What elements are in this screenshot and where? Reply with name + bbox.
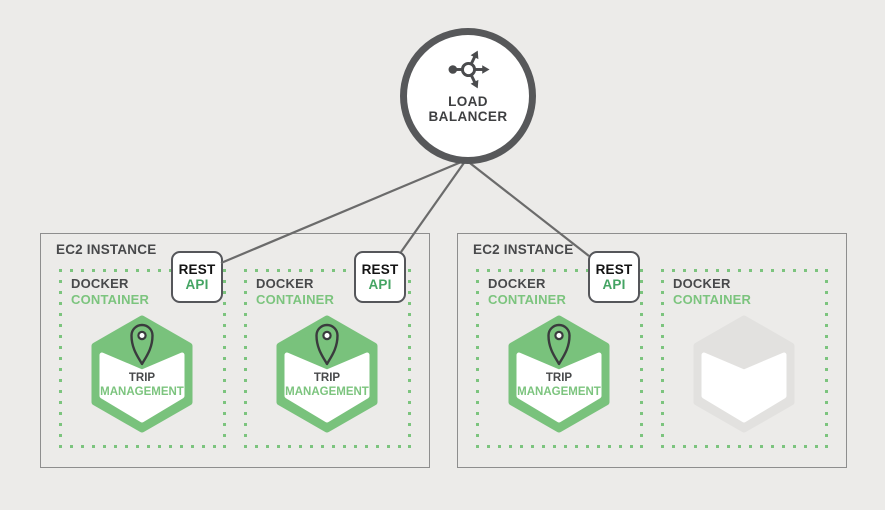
- service-hexagon-icon: [91, 315, 193, 433]
- map-pin-icon: [130, 323, 154, 366]
- docker-word: DOCKER: [71, 276, 129, 291]
- docker-container-1: DOCKER CONTAINER TRIP MANAGEMENT: [59, 269, 226, 448]
- rest-api-line1: REST: [361, 262, 399, 277]
- rest-api-line2: API: [368, 277, 392, 292]
- load-balancer-node: LOAD BALANCER: [400, 28, 536, 164]
- docker-container-2: DOCKER CONTAINER TRIP MANAGEMENT: [244, 269, 411, 448]
- map-pin-icon: [315, 323, 339, 366]
- ec2-instance-1: EC2 INSTANCE DOCKER CONTAINER TRIP MANAG…: [40, 233, 430, 468]
- service-label-line2: MANAGEMENT: [517, 386, 601, 398]
- load-balancer-label: LOAD BALANCER: [429, 94, 508, 124]
- rest-api-line2: API: [185, 277, 209, 292]
- docker-container-4: DOCKER CONTAINER: [661, 269, 828, 448]
- service-label: TRIP MANAGEMENT: [504, 371, 614, 399]
- service-label-line1: TRIP: [313, 372, 341, 384]
- container-word: CONTAINER: [673, 292, 752, 307]
- rest-api-line2: API: [602, 277, 626, 292]
- container-word: CONTAINER: [488, 292, 567, 307]
- rest-api-line1: REST: [595, 262, 633, 277]
- rest-api-node-3: REST API: [588, 251, 640, 303]
- container-word: CONTAINER: [256, 292, 335, 307]
- docker-container-4-label: DOCKER CONTAINER: [673, 276, 751, 308]
- container-word: CONTAINER: [71, 292, 150, 307]
- service-hexagon-icon: [508, 315, 610, 433]
- empty-container-hexagon-icon: [693, 315, 795, 433]
- docker-word: DOCKER: [256, 276, 314, 291]
- ec2-instance-2: EC2 INSTANCE DOCKER CONTAINER TRIP MANAG…: [457, 233, 847, 468]
- docker-container-3-label: DOCKER CONTAINER: [488, 276, 566, 308]
- service-hexagon-icon: [276, 315, 378, 433]
- load-balancer-label-line1: LOAD: [448, 94, 488, 109]
- docker-container-3: DOCKER CONTAINER TRIP MANAGEMENT: [476, 269, 643, 448]
- service-label: TRIP MANAGEMENT: [272, 371, 382, 399]
- service-label-line2: MANAGEMENT: [285, 386, 369, 398]
- rest-api-line1: REST: [178, 262, 216, 277]
- ec2-instance-1-label: EC2 INSTANCE: [56, 242, 157, 257]
- trip-management-service-1: TRIP MANAGEMENT: [87, 314, 197, 434]
- trip-management-service-2: TRIP MANAGEMENT: [272, 314, 382, 434]
- empty-service-slot: [689, 314, 799, 434]
- service-label-line2: MANAGEMENT: [100, 386, 184, 398]
- docker-container-1-label: DOCKER CONTAINER: [71, 276, 149, 308]
- service-label: TRIP MANAGEMENT: [87, 371, 197, 399]
- trip-management-service-3: TRIP MANAGEMENT: [504, 314, 614, 434]
- rest-api-node-2: REST API: [354, 251, 406, 303]
- docker-word: DOCKER: [673, 276, 731, 291]
- docker-word: DOCKER: [488, 276, 546, 291]
- ec2-instance-2-label: EC2 INSTANCE: [473, 242, 574, 257]
- service-label-line1: TRIP: [545, 372, 573, 384]
- docker-container-2-label: DOCKER CONTAINER: [256, 276, 334, 308]
- service-label-line1: TRIP: [128, 372, 156, 384]
- load-balancer-arrows-icon: [448, 50, 490, 89]
- map-pin-icon: [547, 323, 571, 366]
- rest-api-node-1: REST API: [171, 251, 223, 303]
- load-balancer-label-line2: BALANCER: [428, 109, 508, 124]
